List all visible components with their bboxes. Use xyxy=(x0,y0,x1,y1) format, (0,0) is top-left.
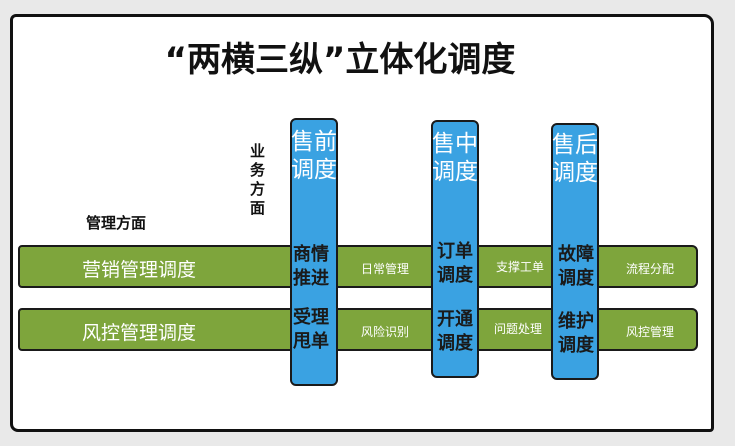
column-header: 售后调度 xyxy=(552,132,598,186)
column-cell: 开通调度 xyxy=(437,309,473,354)
column-header: 售中调度 xyxy=(432,131,478,185)
row-sub-label: 流程分配 xyxy=(625,262,674,276)
column-presales xyxy=(290,118,338,386)
business-axis-label: 业务方面 xyxy=(250,142,266,217)
column-cell: 维护调度 xyxy=(558,311,594,356)
row-label: 营销管理调度 xyxy=(82,259,197,281)
row-sub-label: 风险识别 xyxy=(360,325,409,339)
column-cell: 受理甩单 xyxy=(293,307,329,352)
column-header: 售前调度 xyxy=(291,129,337,183)
column-cell: 商情推进 xyxy=(293,244,329,289)
column-insales xyxy=(431,120,479,378)
diagram-title: “两横三纵”立体化调度 xyxy=(164,40,516,80)
row-sub-label: 问题处理 xyxy=(493,322,542,336)
column-aftersales xyxy=(551,123,599,380)
row-label: 风控管理调度 xyxy=(82,322,197,344)
management-axis-label: 管理方面 xyxy=(86,214,147,232)
row-sub-label: 支撑工单 xyxy=(495,260,544,274)
row-sub-label: 日常管理 xyxy=(360,262,409,276)
row-sub-label: 风控管理 xyxy=(625,325,674,339)
column-cell: 故障调度 xyxy=(558,244,594,289)
column-cell: 订单调度 xyxy=(437,241,473,286)
